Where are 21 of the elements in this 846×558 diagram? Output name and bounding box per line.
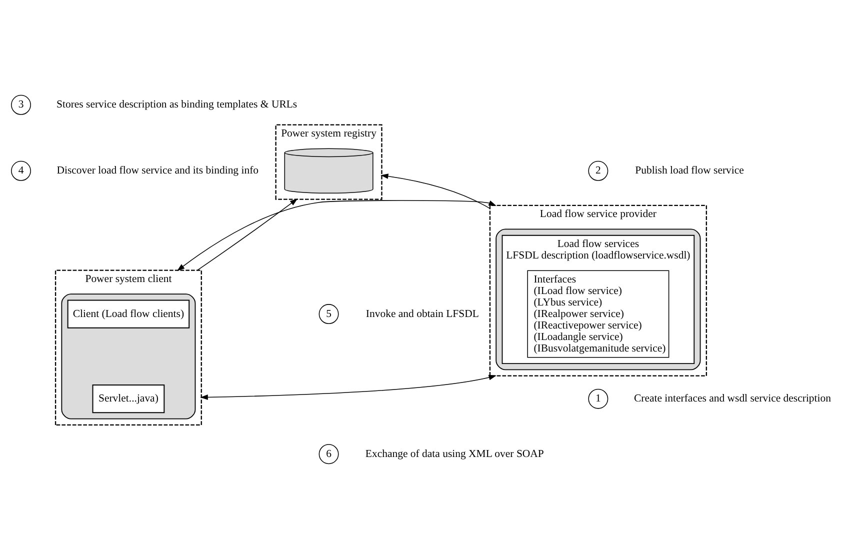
arrow xyxy=(380,173,490,208)
cluster xyxy=(61,293,196,419)
node-box: Servlet...java) xyxy=(92,384,165,413)
node-box: Client (Load flow clients) xyxy=(67,299,190,328)
node-circle: 6 xyxy=(318,444,339,464)
node-box: Interfaces (ILoad flow service) (LYbus service) (IRealpower service) (IReactivepower service) (ILoadangle service) (IBusvolatgemanitude service) xyxy=(527,270,670,358)
node-circle: 4 xyxy=(11,160,31,180)
node-label: Publish load flow service xyxy=(635,164,744,176)
node-circle: 2 xyxy=(588,160,608,180)
node-label: Invoke and obtain LFSDL xyxy=(366,307,479,320)
node-circle: 1 xyxy=(588,388,608,408)
node-circle: 5 xyxy=(318,304,339,324)
cluster: Power system registry xyxy=(275,124,382,200)
node-label: Exchange of data using XML over SOAP xyxy=(365,447,544,460)
arrow xyxy=(200,374,496,400)
node-label: Stores service description as binding templates & URLs xyxy=(56,98,298,110)
node-label: Discover load flow service and its binding info xyxy=(56,164,259,176)
arrow xyxy=(176,200,496,270)
node-label: Create interfaces and wsdl service description xyxy=(634,392,832,404)
arrow xyxy=(196,198,298,270)
node-circle: 3 xyxy=(11,94,31,114)
